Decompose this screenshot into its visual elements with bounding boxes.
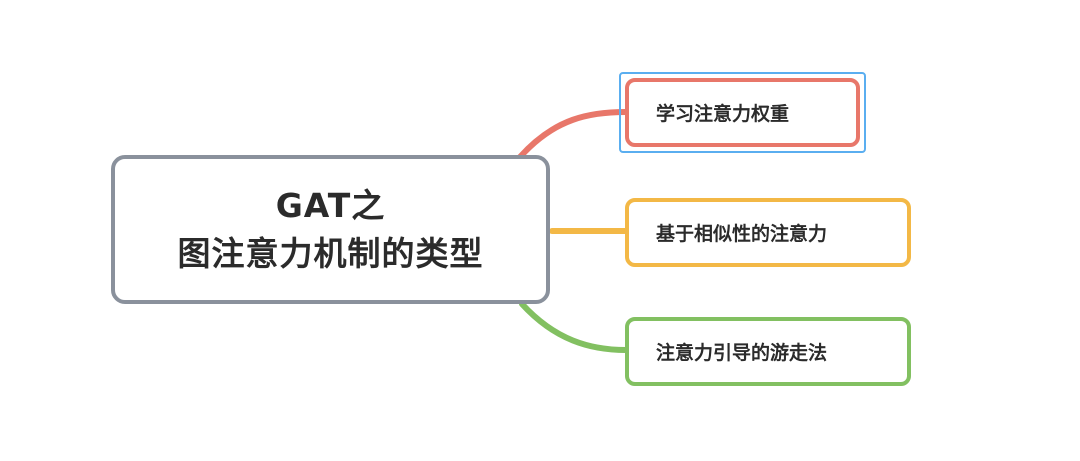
root-topic-line-1: GAT之 (275, 185, 386, 225)
connector-branch-3 (519, 301, 629, 353)
branch-node-similarity-based-attention[interactable]: 基于相似性的注意力 (625, 198, 911, 267)
root-topic-node[interactable]: GAT之 图注意力机制的类型 (111, 155, 550, 304)
branch-node-attention-guided-walk[interactable]: 注意力引导的游走法 (625, 317, 911, 386)
connector-branch-1 (517, 109, 629, 160)
branch-label: 注意力引导的游走法 (656, 342, 828, 364)
branch-label: 学习注意力权重 (656, 103, 790, 125)
root-topic-line-2: 图注意力机制的类型 (177, 233, 484, 273)
branch-label: 基于相似性的注意力 (656, 223, 828, 245)
branch-node-learned-attention-weights[interactable]: 学习注意力权重 (625, 78, 860, 147)
selection-outline (619, 72, 866, 153)
